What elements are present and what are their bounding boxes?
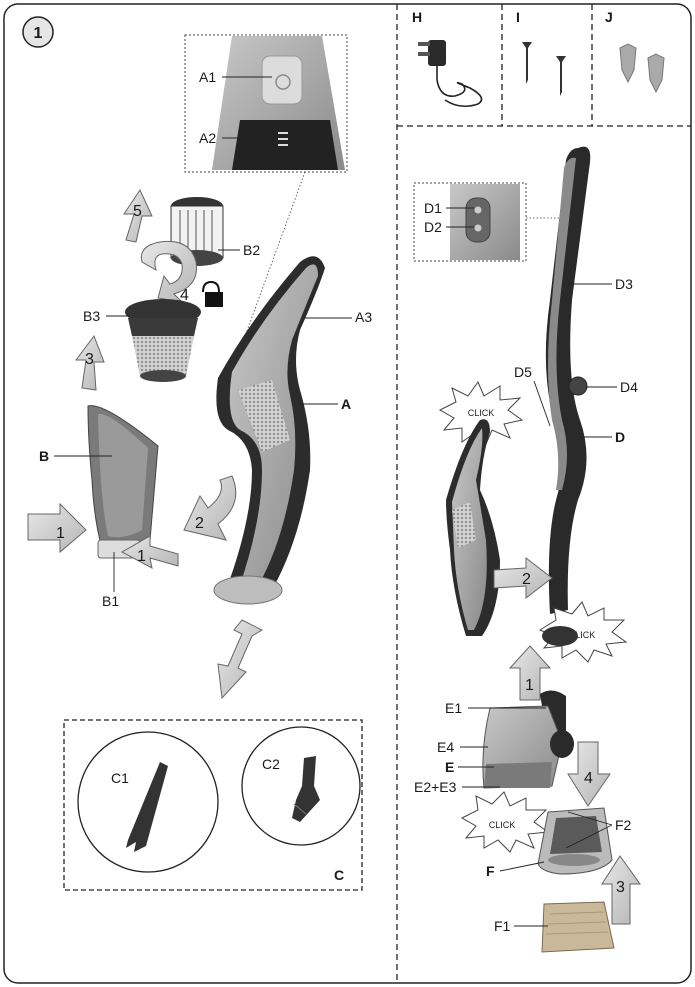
label-e: E [445,759,454,775]
label-a: A [341,396,351,412]
arrow-number-1-right-panel: 1 [525,677,534,694]
accessory-c2 [241,726,361,846]
label-i: I [516,9,520,25]
stick-connector [542,626,578,646]
label-e4: E4 [437,739,454,755]
label-b3: B3 [83,308,100,324]
hand-vacuum-a [213,256,325,605]
cloth-f1 [541,901,615,953]
arrow-number-5: 5 [133,203,142,220]
dust-container-b [87,405,159,559]
label-d1: D1 [424,200,442,216]
label-d3: D3 [615,276,633,292]
floor-head-e [482,690,574,789]
arrow-3-up: 3 [601,855,641,925]
arrow-1-up: 1 [508,645,552,701]
click-text-bottom: CLICK [489,820,516,830]
arrow-number-4: 4 [180,287,189,304]
label-f: F [486,863,495,879]
arrow-3: 3 [75,334,105,391]
label-d2: D2 [424,219,442,235]
arrow-1-right: 1 [120,535,179,569]
click-burst-mid: CLICK [538,601,628,663]
arrow-number-1-right: 1 [137,548,146,565]
label-f1: F1 [494,918,511,934]
detail-inset-a1-a2 [184,34,348,173]
screws-i-illustration [522,42,566,96]
label-a2: A2 [199,130,216,146]
click-burst-top: CLICK [438,380,524,445]
arrow-number-2-right: 2 [522,571,531,588]
label-b2: B2 [243,242,260,258]
click-text-mid: CLICK [569,630,596,640]
tray-f [537,807,613,875]
arrow-2-curved: 2 [183,475,237,541]
wall-plugs-j-illustration [619,43,665,94]
unlock-icon [202,280,223,307]
label-c: C [334,867,344,883]
label-b: B [39,448,49,464]
label-j: J [605,9,613,25]
arrow-number-3-right-panel: 3 [616,879,625,896]
label-e1: E1 [445,700,462,716]
label-b1: B1 [102,593,119,609]
handle-detail [212,36,345,170]
inset-link-line [231,171,306,373]
detail-inset-d1-d2 [413,182,527,262]
arrow-number-2: 2 [195,515,204,532]
accessories-box-c [63,719,363,891]
click-text-top: CLICK [468,408,495,418]
double-arrow [217,619,264,700]
label-c1: C1 [111,770,129,786]
label-f2: F2 [615,817,632,833]
arrow-2-right: 2 [493,556,553,600]
label-d4: D4 [620,379,638,395]
step-number: 1 [34,25,43,42]
click-burst-bottom: CLICK [460,791,550,853]
label-e2-e3: E2+E3 [414,779,457,795]
arrow-number-4-right-panel: 4 [584,770,593,787]
page-frame [3,3,692,984]
charger-h-illustration [418,40,483,108]
arrow-1-left: 1 [27,502,87,554]
hand-vacuum-small [446,419,500,636]
arrow-4-down: 4 [567,741,611,807]
stick-button-detail [450,184,520,260]
arrow-number-3: 3 [85,351,94,368]
arrow-number-1-left: 1 [56,525,65,542]
label-c2: C2 [262,756,280,772]
stick-handle-d [545,146,591,614]
label-a3: A3 [355,309,372,325]
arrow-5: 5 [123,188,153,243]
step-number-badge: 1 [22,16,54,48]
label-h: H [412,9,422,25]
accessory-c1 [77,731,219,873]
label-a1: A1 [199,69,216,85]
rotate-arrow-4: 4 [140,240,198,304]
label-d5: D5 [514,364,532,380]
container-lid-b3 [125,299,201,382]
label-d: D [615,429,625,445]
